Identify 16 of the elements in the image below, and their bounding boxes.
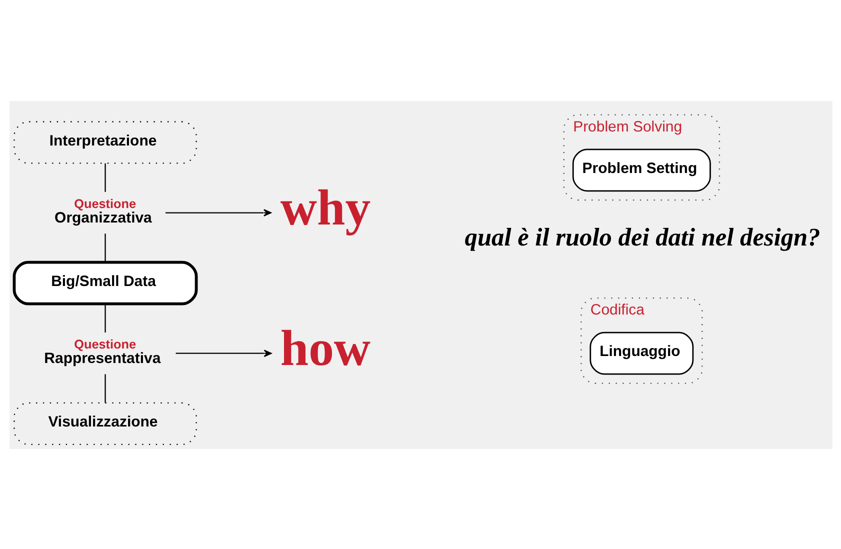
node-box: Interpretazione — [13, 120, 196, 164]
node-text: Questione Organizzativa — [54, 196, 152, 226]
node-box: Big/Small Data — [12, 260, 198, 305]
connector — [104, 374, 106, 402]
node-text: how — [280, 320, 370, 376]
connector — [104, 162, 106, 192]
node-box: Problem Setting — [572, 148, 710, 192]
node-box: Visualizzazione — [13, 402, 196, 444]
connector — [104, 303, 106, 332]
arrow — [165, 208, 271, 216]
node-text: why — [280, 179, 370, 236]
label: qual è il ruolo dei dati nel design? — [464, 223, 820, 252]
arrow — [175, 349, 272, 357]
connector — [104, 233, 106, 262]
node-box: Linguaggio — [589, 331, 694, 374]
node-text: Questione Rappresentativa — [44, 337, 160, 367]
